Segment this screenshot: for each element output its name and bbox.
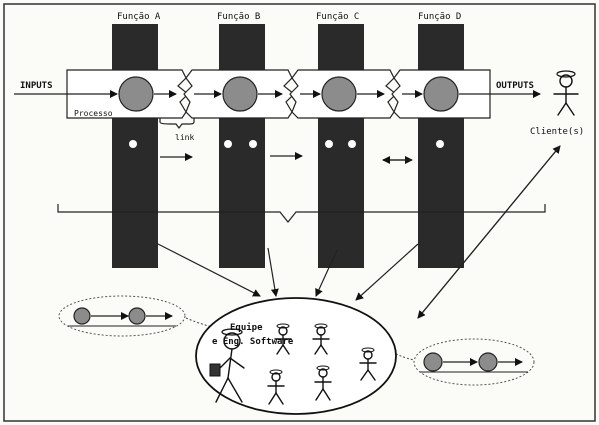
pillar-b-dot-1 bbox=[224, 140, 232, 148]
process-circle-b bbox=[223, 77, 257, 111]
process-label: Processo bbox=[74, 109, 113, 118]
pillar-function-c bbox=[318, 24, 364, 268]
function-label-c: Função C bbox=[316, 12, 359, 22]
pillar-b-dot-2 bbox=[249, 140, 257, 148]
pillar-a-dot bbox=[129, 140, 137, 148]
process-circle-c bbox=[322, 77, 356, 111]
pillar-b-to-team-arrow bbox=[268, 248, 276, 296]
function-label-b: Função B bbox=[217, 12, 260, 22]
inputs-label: INPUTS bbox=[20, 81, 53, 91]
pillar-c-dot-2 bbox=[348, 140, 356, 148]
team-label-line-1: Equipe bbox=[230, 322, 263, 333]
link-bracket bbox=[160, 118, 194, 128]
process-circle-a bbox=[119, 77, 153, 111]
pillar-c-dot-1 bbox=[325, 140, 333, 148]
team-ellipse bbox=[196, 298, 396, 414]
pillar-d-to-team-arrow bbox=[356, 244, 418, 300]
function-label-d: Função D bbox=[418, 12, 461, 22]
function-label-a: Função A bbox=[117, 12, 161, 22]
process-circle-d bbox=[424, 77, 458, 111]
outputs-label: OUTPUTS bbox=[496, 81, 534, 91]
client-label: Cliente(s) bbox=[530, 127, 584, 137]
right-detail-ellipse bbox=[414, 339, 534, 385]
pillar-d-dot bbox=[436, 140, 444, 148]
client-figure bbox=[554, 71, 578, 115]
link-label: link bbox=[175, 133, 194, 142]
left-detail-ellipse bbox=[59, 296, 185, 336]
